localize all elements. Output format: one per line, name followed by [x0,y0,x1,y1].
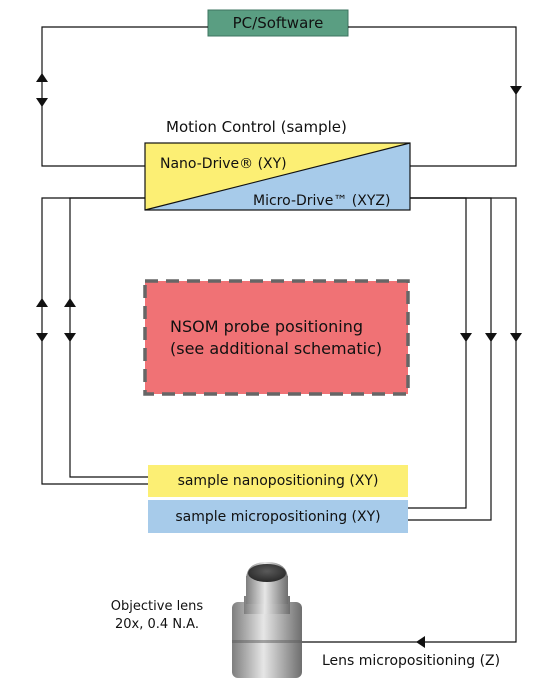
sample-nanopositioning-label: sample nanopositioning (XY) [177,473,379,489]
pc-software-label: PC/Software [232,13,324,32]
motion-to-sample-micro-line-1 [408,197,467,509]
motion-control-divider [144,142,411,211]
arrow-down-icon [485,333,497,342]
motion-to-sample-nano-inner-line [69,197,148,478]
lens-micropositioning-label: Lens micropositioning (Z) [322,653,501,669]
pc-to-motion-right-line [348,26,517,167]
motion-control-box [144,142,411,211]
arrow-down-icon [510,86,522,95]
sample-micropositioning-label: sample micropositioning (XY) [175,508,381,525]
objective-lens-icon [232,562,302,678]
connector-lines [41,26,517,643]
arrow-down-icon [460,333,472,342]
micro-drive-label: Micro-Drive™ (XYZ) [253,193,391,209]
motion-to-lens-line [268,197,517,643]
arrow-up-icon [36,73,48,82]
arrow-down-icon [510,333,522,342]
arrowheads [36,73,522,648]
pc-software-box [207,9,349,37]
nano-drive-label: Nano-Drive® (XY) [160,156,287,172]
sample-nano-bar [148,465,408,497]
motion-control-title: Motion Control (sample) [166,118,347,136]
arrow-down-icon [36,98,48,107]
nsom-box [143,279,410,396]
nsom-label: NSOM probe positioning (see additional s… [170,317,383,358]
objective-lens-label: Objective lens 20x, 0.4 N.A. [110,599,204,632]
arrow-left-icon [416,636,425,648]
sample-micro-bar [148,500,408,533]
arrow-up-icon [36,298,48,307]
arrow-down-icon [64,333,76,342]
arrow-up-icon [64,298,76,307]
motion-to-sample-micro-line-2 [408,197,492,521]
arrow-down-icon [36,333,48,342]
pc-to-motion-left-line [41,26,208,167]
motion-to-sample-nano-outer-line [41,197,148,485]
